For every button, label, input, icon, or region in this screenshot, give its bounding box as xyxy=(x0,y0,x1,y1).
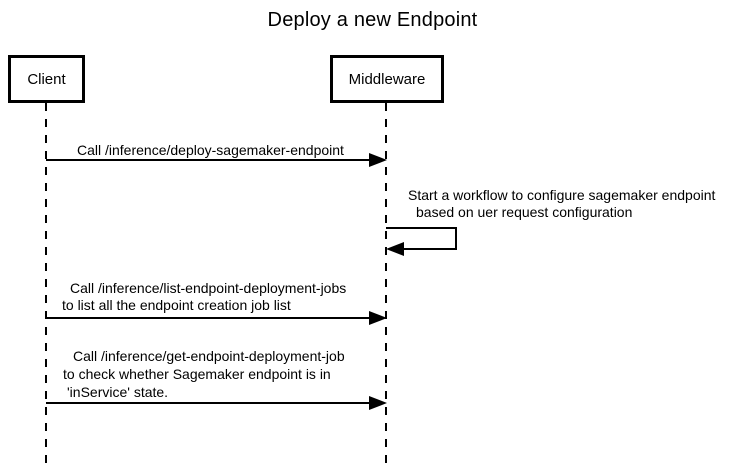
self-message-label-line2: based on uer request configuration xyxy=(416,204,633,220)
message-4-arrowhead-icon xyxy=(369,396,387,410)
message-4-arrow xyxy=(46,402,372,404)
self-message-loop-bottom xyxy=(402,248,457,250)
actor-box-middleware: Middleware xyxy=(330,55,444,103)
self-message-label-line1: Start a workflow to configure sagemaker … xyxy=(408,187,716,203)
message-3-arrowhead-icon xyxy=(369,311,387,325)
actor-box-client: Client xyxy=(8,55,85,103)
message-4-label-line2: to check whether Sagemaker endpoint is i… xyxy=(63,366,331,382)
actor-client-label: Client xyxy=(27,70,66,88)
lifeline-client xyxy=(45,103,47,463)
self-message-loop-top xyxy=(386,227,457,229)
message-3-label-line1: Call /inference/list-endpoint-deployment… xyxy=(70,280,347,296)
lifeline-middleware xyxy=(385,103,387,463)
message-3-arrow xyxy=(46,317,372,319)
diagram-title: Deploy a new Endpoint xyxy=(267,9,478,31)
actor-middleware-label: Middleware xyxy=(348,70,426,88)
self-message-loop-right xyxy=(455,227,457,250)
message-1-arrow xyxy=(46,159,372,161)
message-1-label: Call /inference/deploy-sagemaker-endpoin… xyxy=(77,142,344,158)
message-1-arrowhead-icon xyxy=(369,153,387,167)
message-3-label-line2: to list all the endpoint creation job li… xyxy=(62,297,291,313)
self-message-arrowhead-icon xyxy=(386,242,404,256)
message-4-label-line1: Call /inference/get-endpoint-deployment-… xyxy=(73,348,345,364)
message-4-label-line3: 'inService' state. xyxy=(67,384,169,400)
